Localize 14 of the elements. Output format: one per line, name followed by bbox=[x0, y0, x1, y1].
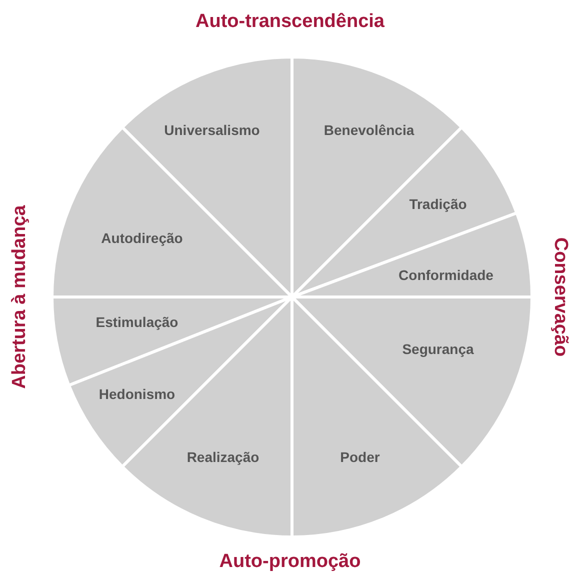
sector-label: Hedonismo bbox=[98, 386, 176, 402]
sector-label: Conformidade bbox=[398, 267, 494, 283]
sector-label: Segurança bbox=[402, 341, 474, 357]
sector-label: Tradição bbox=[409, 196, 467, 212]
sector-label: Estimulação bbox=[96, 314, 178, 330]
group-label: Auto-promoção bbox=[219, 551, 361, 573]
group-label: Abertura à mudança bbox=[9, 205, 31, 389]
sector-label: Poder bbox=[340, 449, 380, 465]
sector-label: Universalismo bbox=[164, 122, 260, 138]
group-label: Conservação bbox=[549, 237, 571, 357]
sector-label: Autodireção bbox=[101, 230, 183, 246]
group-label: Auto-transcendência bbox=[196, 11, 384, 33]
sector-label: Realização bbox=[186, 449, 260, 465]
sector-label: Benevolência bbox=[324, 122, 414, 138]
